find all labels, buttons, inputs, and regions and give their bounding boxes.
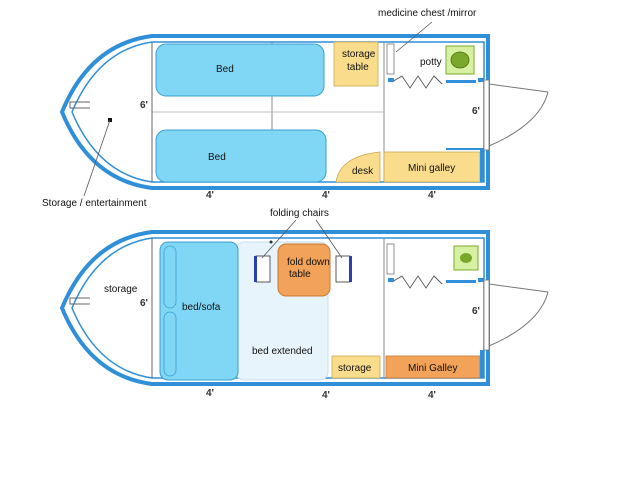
bottom-mini-galley-label: Mini Galley	[408, 363, 457, 374]
bottom-dim-rear: 6'	[472, 306, 480, 317]
bottom-chair-right-back	[349, 256, 352, 282]
top-floor-plan: Bed Bed storage table medicine chest /mi…	[42, 8, 549, 209]
top-hull-inner	[71, 41, 485, 183]
bottom-bed-sofa	[159, 241, 239, 381]
bottom-bow-bracket	[69, 297, 90, 305]
bottom-galley-edge	[480, 350, 484, 378]
bottom-curtain	[391, 275, 443, 289]
top-dim-bottom-3: 4'	[428, 190, 436, 201]
bottom-door-swing	[488, 291, 549, 347]
top-desk-label: desk	[352, 166, 374, 177]
top-storage-callout-line	[83, 119, 111, 197]
top-galley-edge	[480, 148, 484, 182]
top-bed-lower	[155, 129, 327, 183]
top-mini-galley-label: Mini galley	[408, 163, 455, 174]
top-callout-storage: Storage / entertainment	[42, 198, 147, 209]
bottom-fold-table	[277, 243, 331, 297]
bottom-blue-small-1	[388, 278, 394, 282]
bottom-storage-label: storage	[338, 363, 372, 374]
bottom-blue-bar	[446, 280, 476, 283]
top-storage-table-line1: storage	[342, 49, 376, 60]
bottom-bed-sofa-label: bed/sofa	[182, 302, 221, 313]
top-dim-bottom-2: 4'	[322, 190, 330, 201]
top-storage-table	[333, 41, 379, 87]
bottom-chairs-callout-2	[315, 219, 343, 259]
top-curtain	[391, 75, 443, 89]
bottom-sofa-cushion-2	[163, 311, 177, 377]
bottom-storage-bow-label: storage	[104, 284, 138, 295]
top-mirror-callout-line	[395, 21, 433, 53]
bottom-door-frame	[483, 279, 490, 351]
top-door-frame	[483, 79, 490, 151]
bottom-dim-bottom-2: 4'	[322, 390, 330, 401]
top-mini-galley	[383, 151, 481, 183]
bottom-storage	[331, 355, 381, 379]
bottom-callout-chairs: folding chairs	[270, 208, 329, 219]
bottom-chairs-callout-1	[261, 219, 297, 259]
top-dim-rear: 6'	[472, 106, 480, 117]
bottom-hull-inner	[71, 237, 485, 379]
bottom-marker-dot	[269, 240, 273, 244]
top-desk	[335, 151, 381, 183]
bottom-fold-table-line1: fold down	[287, 257, 330, 268]
top-bed-upper	[155, 43, 325, 97]
bottom-chair-left	[255, 255, 271, 283]
bottom-door-panel	[488, 283, 549, 293]
top-blue-small-2	[478, 78, 484, 82]
bottom-floor-plan: bed extended bed/sofa fold down table fo…	[59, 208, 549, 401]
top-bow-bracket	[69, 101, 90, 109]
top-storage-table-line2: table	[347, 62, 369, 73]
bottom-dim-bottom-1: 4'	[206, 388, 214, 399]
top-potty-label: potty	[420, 57, 442, 68]
bottom-chair-left-back	[254, 256, 257, 282]
bottom-dim-height: 6'	[140, 298, 148, 309]
top-potty-seat	[450, 51, 470, 69]
top-blue-small-1	[388, 78, 394, 82]
top-dim-bottom-1: 4'	[206, 190, 214, 201]
bottom-dim-bottom-3: 4'	[428, 390, 436, 401]
bottom-chair-right	[335, 255, 351, 283]
bottom-mirror	[386, 243, 395, 275]
bottom-sofa-cushion-1	[163, 245, 177, 309]
top-bed-upper-label: Bed	[216, 64, 234, 75]
top-dim-height: 6'	[140, 100, 148, 111]
top-door-swing	[488, 91, 549, 147]
top-door-panel	[488, 83, 549, 93]
bottom-fold-table-line2: table	[289, 269, 311, 280]
bottom-blue-small-2	[478, 278, 484, 282]
top-callout-medicine: medicine chest /mirror	[378, 8, 477, 19]
top-mirror	[386, 43, 395, 75]
top-bed-lower-label: Bed	[208, 152, 226, 163]
bottom-potty-seat	[460, 253, 472, 263]
bottom-bed-extended-label: bed extended	[252, 346, 313, 357]
top-blue-bar	[446, 80, 476, 83]
top-galley-top-bar	[446, 148, 484, 150]
